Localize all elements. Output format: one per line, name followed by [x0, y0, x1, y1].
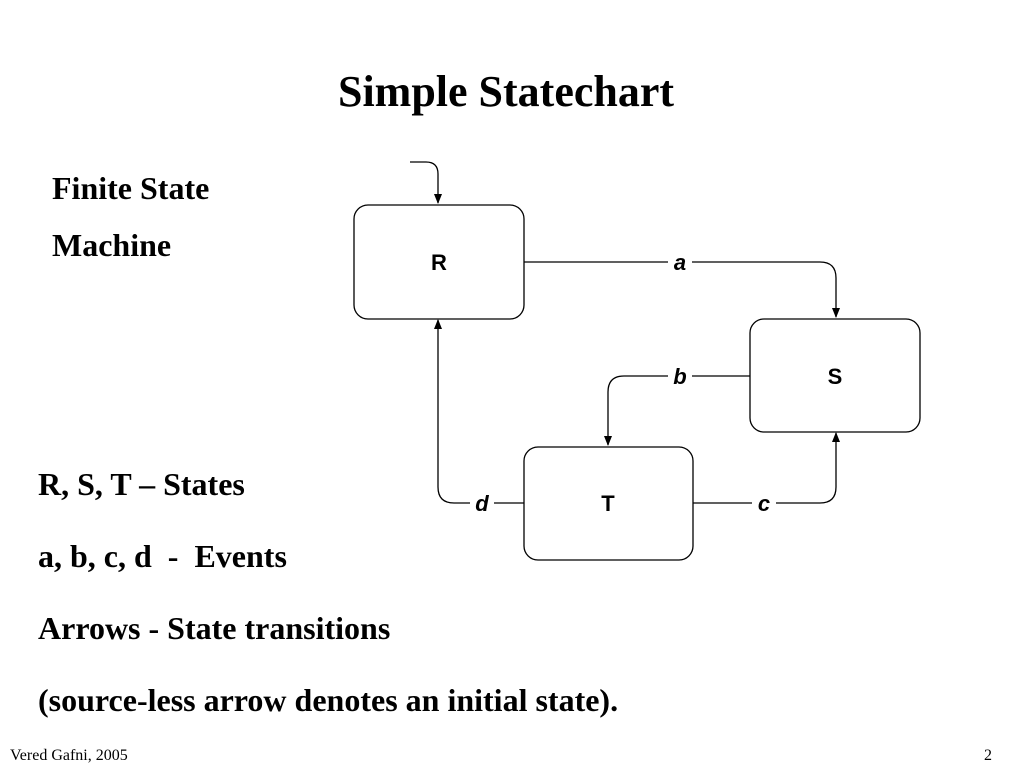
- transition-a-arrow: [524, 261, 840, 318]
- event-label-b: b: [673, 364, 686, 389]
- footer-author: Vered Gafni, 2005: [10, 747, 128, 764]
- slide-subtitle: Finite State Machine: [52, 160, 312, 274]
- state-r-label: R: [431, 250, 447, 275]
- state-t-box: [523, 446, 694, 561]
- legend-item: R, S, T – States: [38, 466, 245, 502]
- event-label-c-bg: [752, 491, 776, 515]
- state-s: S: [749, 318, 921, 433]
- legend-item: Arrows - State transitions: [38, 610, 391, 646]
- event-label-b-bg: [668, 364, 692, 388]
- transition-c-arrow: [693, 432, 840, 504]
- state-r-box: [353, 204, 525, 320]
- state-s-label: S: [828, 364, 843, 389]
- subtitle-line: Finite State: [52, 170, 210, 206]
- event-label-d-bg: [470, 491, 494, 515]
- footer-page-number: 2: [984, 747, 992, 764]
- transition-d-arrow: [434, 319, 524, 504]
- state-t: T: [523, 446, 694, 561]
- state-t-label: T: [601, 491, 615, 516]
- event-label-a: a: [674, 250, 686, 275]
- state-r: R: [353, 204, 525, 320]
- transition-b-arrow: [604, 375, 750, 446]
- event-label-d: d: [475, 491, 489, 516]
- event-label-a-bg: [668, 250, 692, 274]
- legend-list: R, S, T – States a, b, c, d - Events Arr…: [38, 448, 838, 736]
- legend-item: (source-less arrow denotes an initial st…: [38, 682, 619, 718]
- initial-arrow: [410, 161, 442, 204]
- event-label-c: c: [758, 491, 770, 516]
- state-s-box: [749, 318, 921, 433]
- legend-item: a, b, c, d - Events: [38, 538, 287, 574]
- subtitle-line: Machine: [52, 227, 172, 263]
- slide-title: Simple Statechart: [337, 67, 675, 116]
